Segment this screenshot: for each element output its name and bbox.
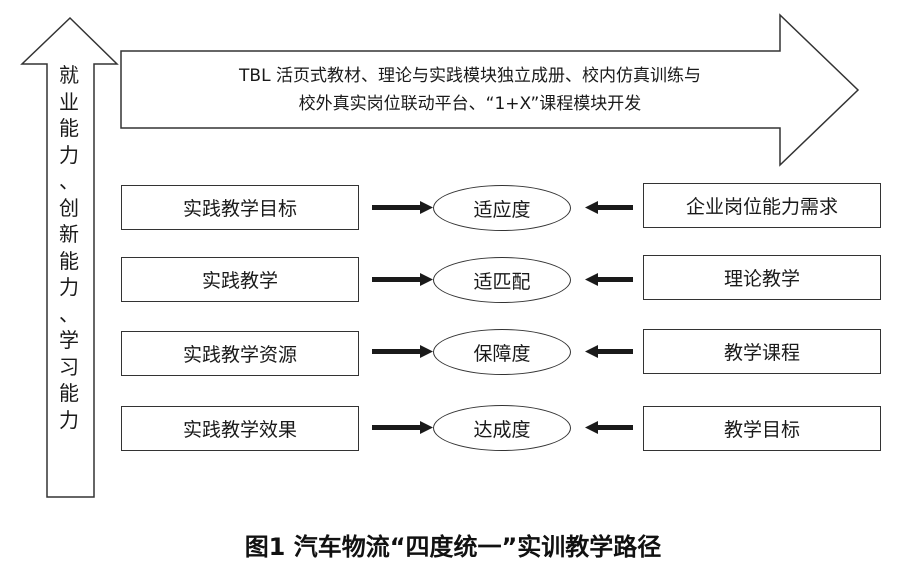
row-3-arrows <box>372 345 633 358</box>
row-2-arrows <box>372 273 633 286</box>
banner-text: TBL 活页式教材、理论与实践模块独立成册、校内仿真训练与 校外真实岗位联动平台… <box>150 62 790 118</box>
row-2-right-box: 理论教学 <box>643 255 881 300</box>
left-to-center-arrow-head <box>420 273 433 286</box>
row-4-left-box: 实践教学效果 <box>121 406 359 451</box>
left-to-center-arrow-shaft <box>372 277 422 282</box>
vertical-char: 学 <box>59 328 79 352</box>
right-to-center-arrow-shaft <box>596 349 633 354</box>
right-to-center-arrow-shaft <box>596 277 633 282</box>
vertical-char: 力 <box>59 142 79 167</box>
vertical-char: 创 <box>59 195 79 220</box>
row-3-left-box: 实践教学资源 <box>121 331 359 376</box>
row-arrows <box>372 201 633 434</box>
right-to-center-arrow-head <box>585 345 598 358</box>
row-4-arrows <box>372 421 633 434</box>
vertical-arrow-label: 就 业 能 力 、 创 新 能 力 、 学 习 能 力 <box>48 62 90 433</box>
vertical-char: 能 <box>59 381 79 405</box>
row-3-right-box: 教学课程 <box>643 329 881 374</box>
left-to-center-arrow-head <box>420 421 433 434</box>
vertical-char: 业 <box>59 89 79 114</box>
vertical-char: 、 <box>59 169 79 193</box>
row-1-left-box: 实践教学目标 <box>121 185 359 230</box>
row-4-right-box: 教学目标 <box>643 406 881 451</box>
row-2-left-box: 实践教学 <box>121 257 359 302</box>
banner-line-1: TBL 活页式教材、理论与实践模块独立成册、校内仿真训练与 <box>239 66 701 86</box>
left-to-center-arrow-shaft <box>372 205 422 210</box>
row-1-center-ellipse: 适应度 <box>433 185 571 231</box>
left-to-center-arrow-head <box>420 345 433 358</box>
row-1-right-box: 企业岗位能力需求 <box>643 183 881 228</box>
banner-line-2: 校外真实岗位联动平台、“1+X”课程模块开发 <box>298 94 642 114</box>
left-to-center-arrow-shaft <box>372 349 422 354</box>
row-3-center-ellipse: 保障度 <box>433 329 571 375</box>
vertical-char: 力 <box>59 275 79 299</box>
horizontal-right-arrow <box>120 13 860 167</box>
row-2-center-ellipse: 适匹配 <box>433 257 571 303</box>
vertical-char: 、 <box>59 301 79 326</box>
right-to-center-arrow-head <box>585 201 598 214</box>
figure-caption: 图1 汽车物流“四度统一”实训教学路径 <box>244 533 662 561</box>
row-4-center-ellipse: 达成度 <box>433 405 571 451</box>
left-to-center-arrow-shaft <box>372 425 422 430</box>
right-to-center-arrow-head <box>585 421 598 434</box>
row-1-arrows <box>372 201 633 214</box>
vertical-up-arrow <box>20 16 119 498</box>
vertical-char: 习 <box>59 354 79 379</box>
vertical-char: 能 <box>59 248 79 273</box>
vertical-char: 力 <box>59 407 79 432</box>
right-to-center-arrow-head <box>585 273 598 286</box>
vertical-char: 新 <box>59 222 79 246</box>
right-to-center-arrow-shaft <box>596 425 633 430</box>
right-to-center-arrow-shaft <box>596 205 633 210</box>
vertical-char: 就 <box>59 63 79 87</box>
left-to-center-arrow-head <box>420 201 433 214</box>
vertical-char: 能 <box>59 116 79 140</box>
